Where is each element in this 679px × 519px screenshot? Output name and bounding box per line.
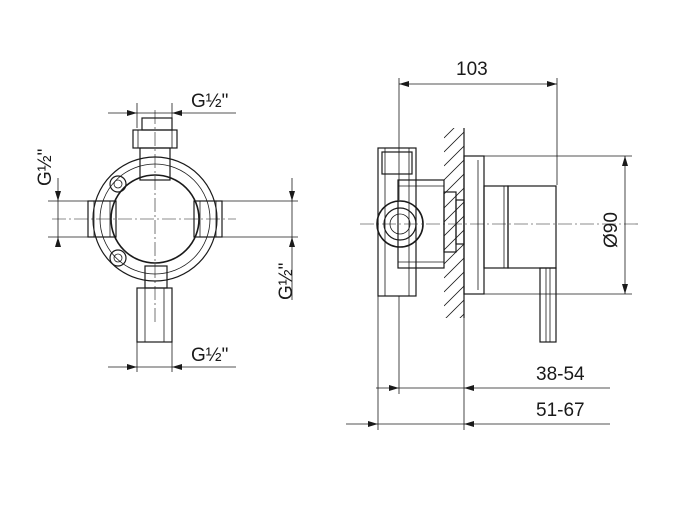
side-view: 103 Ø90 38-54 51-67: [346, 59, 640, 430]
label-thread-bottom: G½": [191, 345, 228, 366]
dimension-thread-right: [222, 178, 298, 300]
handle-body: [483, 185, 557, 269]
mounting-ring-outer: [92, 156, 218, 282]
handle-lever: [539, 267, 557, 343]
label-diameter: Ø90: [601, 212, 622, 248]
left-pipe-connection: [87, 200, 117, 238]
wall-section: [444, 128, 465, 318]
side-valve-body: [377, 147, 465, 297]
dimension-thread-left: [48, 178, 92, 247]
mounting-ring-inner: [99, 163, 211, 275]
label-depth-min: 38-54: [536, 364, 585, 385]
dimension-depth-min: [376, 296, 610, 394]
bottom-pipe-connection: [136, 265, 173, 343]
label-width: 103: [456, 59, 488, 80]
dimension-depth-max: [346, 296, 610, 430]
top-pipe-connection: [132, 117, 178, 181]
right-pipe-connection: [193, 200, 223, 238]
mounting-hole-bottom-left: [109, 249, 127, 267]
front-view: G½" G½" G½" G½": [35, 91, 298, 372]
cover-plate: [463, 155, 485, 295]
valve-body: [110, 174, 200, 264]
label-thread-top: G½": [191, 91, 228, 112]
label-thread-left: G½": [35, 149, 56, 186]
label-depth-max: 51-67: [536, 400, 585, 421]
dimension-thread-bottom: [108, 342, 236, 372]
mounting-hole-top-left: [109, 175, 127, 193]
dimension-width: [398, 78, 558, 200]
label-thread-right: G½": [276, 263, 297, 300]
dimension-diameter: [484, 155, 632, 295]
dimension-thread-top: [108, 103, 236, 128]
